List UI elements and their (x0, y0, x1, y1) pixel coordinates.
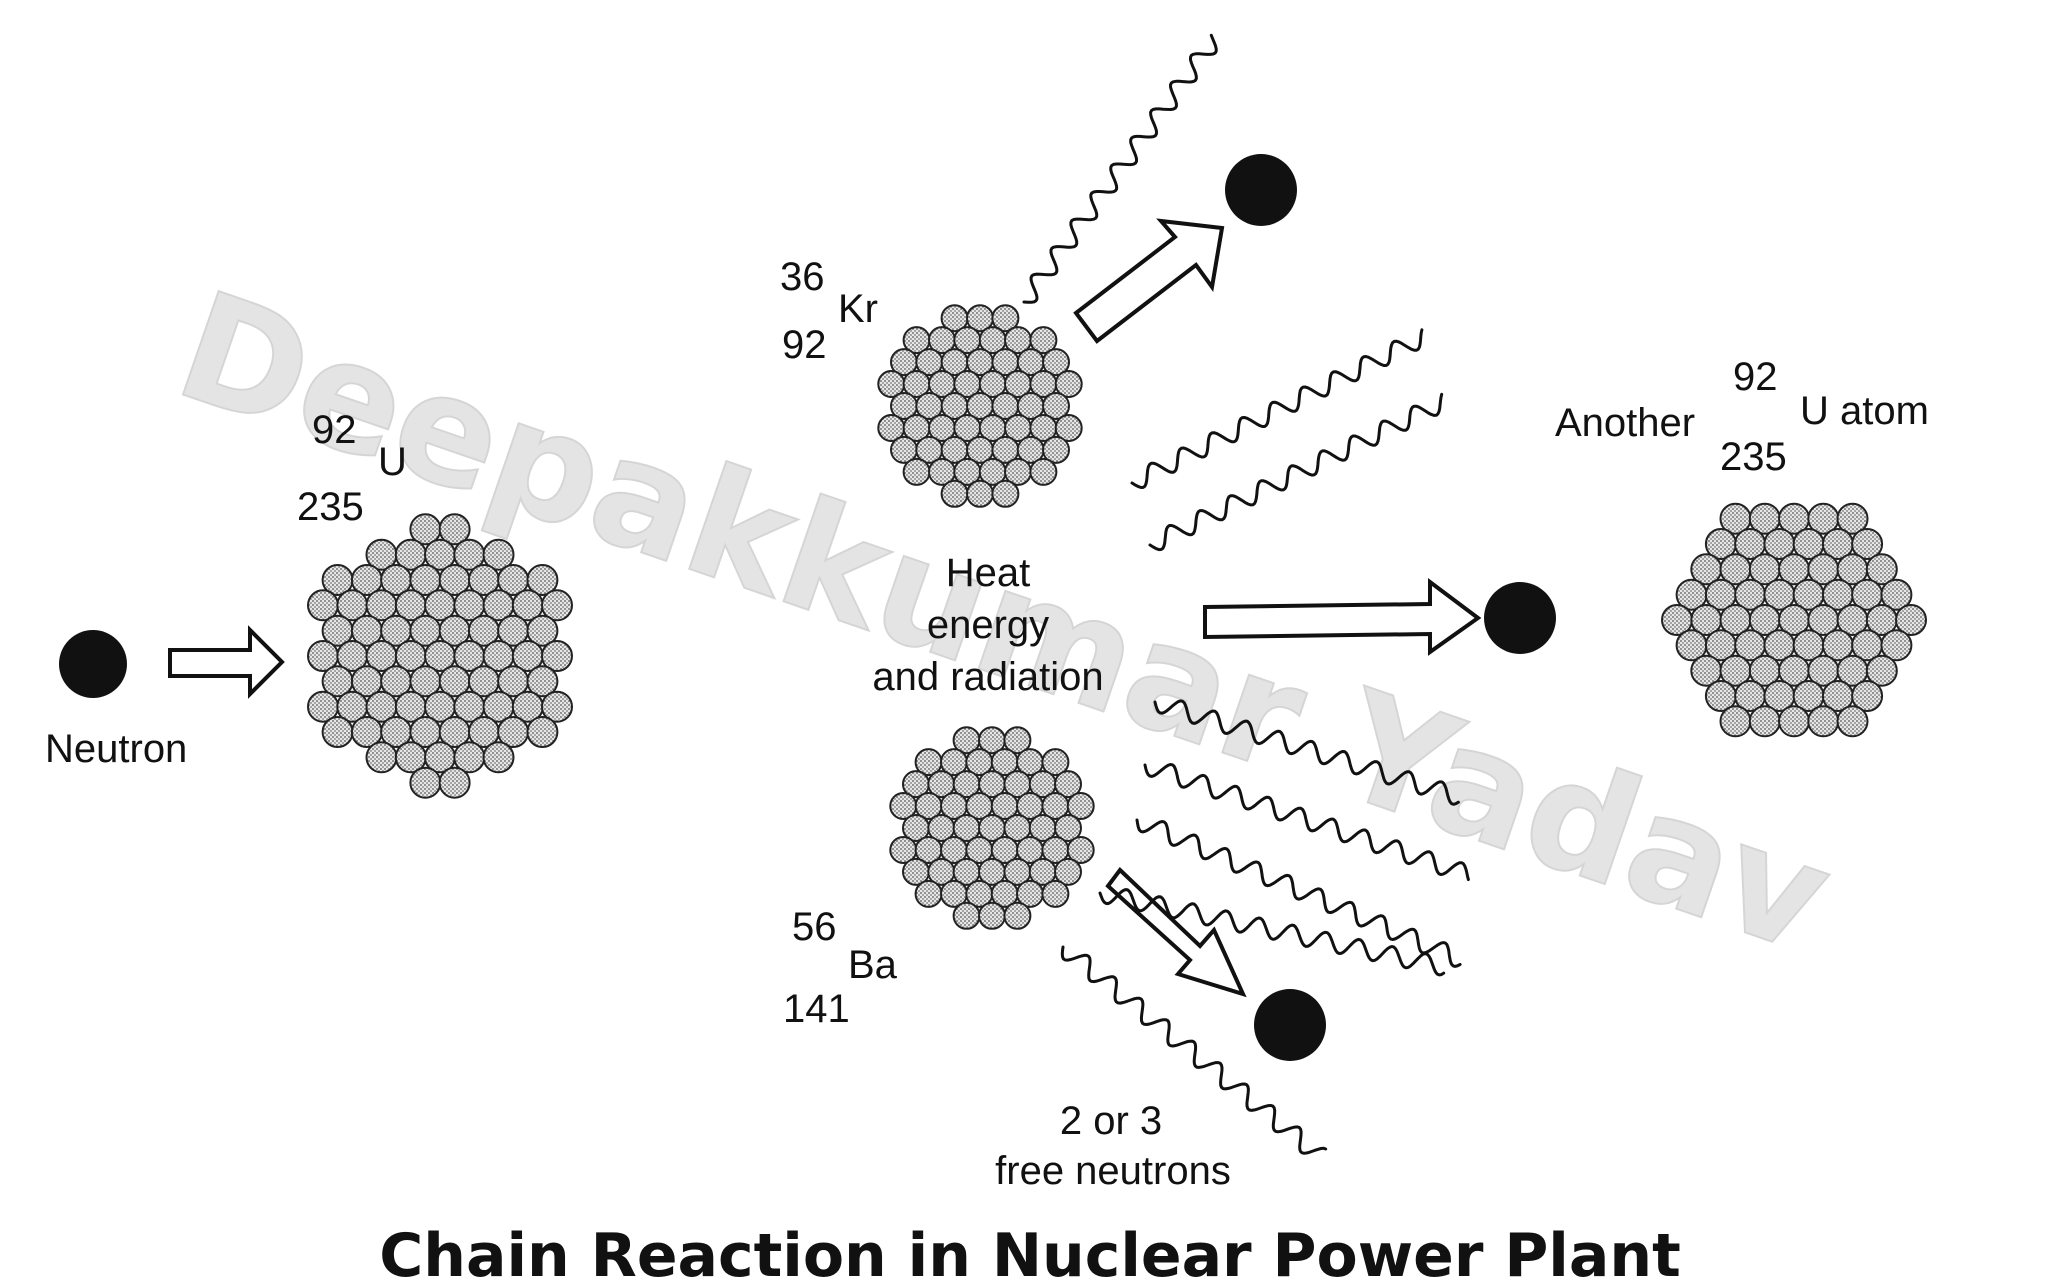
nucleon (1041, 748, 1070, 777)
nucleon (1054, 857, 1082, 886)
nucleon (541, 690, 573, 723)
ba-mass-number: 141 (783, 987, 850, 1031)
nucleon (1054, 370, 1083, 398)
nucleon (526, 614, 559, 647)
free-neutron-middle (1484, 582, 1556, 654)
uranium-235-nucleus (307, 513, 573, 799)
nucleon (438, 766, 471, 799)
nucleon (541, 589, 573, 622)
nucleon (1851, 528, 1884, 560)
radiation-wave (1098, 888, 1446, 977)
nucleon (526, 564, 559, 596)
nucleon (1807, 705, 1840, 738)
u235-atomic-number: 92 (312, 408, 357, 452)
nucleon (1880, 578, 1913, 611)
nucleon (321, 716, 354, 748)
nucleon (1029, 457, 1058, 486)
nucleon (1865, 654, 1898, 687)
u235-symbol: U (378, 440, 407, 484)
another-atomic-number: 92 (1733, 355, 1778, 399)
nucleon (1029, 326, 1058, 355)
free-neutron-bottom (1254, 989, 1326, 1061)
nucleon (1836, 705, 1869, 738)
heat-label-line-2: energy (927, 603, 1049, 647)
another-uranium-nucleus (1661, 502, 1927, 738)
nucleon (365, 741, 398, 774)
nucleon (991, 304, 1020, 333)
nucleon (526, 665, 559, 698)
ba-symbol: Ba (848, 943, 898, 987)
ba-atomic-number: 56 (792, 905, 837, 949)
free-neutrons-line-1: 2 or 3 (1060, 1099, 1162, 1143)
free-neutrons-line-2: free neutrons (995, 1149, 1231, 1193)
nucleon (1066, 792, 1095, 820)
radiation-wave (1143, 763, 1470, 882)
nucleon (1778, 705, 1810, 738)
arrow-to-next-neutron (1203, 578, 1482, 656)
nucleon (1042, 435, 1070, 464)
kr-symbol: Kr (838, 287, 878, 331)
nucleon (940, 479, 969, 508)
nucleon (991, 479, 1020, 508)
nucleon (482, 741, 515, 774)
nucleon (482, 538, 515, 571)
nucleon (1042, 348, 1070, 377)
nucleon (541, 640, 573, 672)
nucleon (1003, 901, 1032, 930)
nucleon (1748, 705, 1781, 738)
kr-atomic-number: 36 (780, 255, 825, 299)
nucleon (1895, 604, 1927, 636)
nucleon (438, 513, 471, 546)
heat-label-line-1: Heat (946, 551, 1031, 595)
nucleon (1054, 814, 1082, 842)
nucleon (1880, 629, 1913, 662)
diagram-title: Chain Reaction in Nuclear Power Plant (379, 1221, 1681, 1283)
nucleon (1836, 502, 1869, 535)
arrow-neutron-to-uranium (168, 625, 285, 699)
nucleon (409, 766, 442, 799)
another-symbol: U atom (1800, 389, 1929, 433)
nucleon (1054, 414, 1083, 442)
heat-label-line-3: and radiation (872, 655, 1103, 699)
neutron-label: Neutron (45, 727, 187, 771)
radiation-wave (1130, 328, 1424, 489)
nucleon (952, 901, 981, 930)
arrow-kr-to-neutron (1073, 218, 1225, 344)
arrow-ba-to-neutron (1105, 867, 1247, 998)
nucleon (978, 901, 1006, 930)
nucleon (1003, 726, 1032, 755)
radiation-wave (1148, 392, 1444, 552)
incoming-neutron (59, 630, 127, 698)
nucleon (1042, 392, 1070, 420)
nucleon (1719, 705, 1752, 738)
radiation-wave (1022, 33, 1218, 304)
free-neutron-top (1225, 154, 1297, 226)
nucleon (1851, 680, 1884, 712)
nucleon (1041, 879, 1070, 908)
kr-mass-number: 92 (782, 323, 827, 367)
u235-mass-number: 235 (297, 485, 364, 529)
another-mass-number: 235 (1720, 435, 1787, 479)
nucleon (1054, 770, 1082, 799)
radiation-wave (1135, 818, 1462, 968)
radiation-wave (1153, 699, 1460, 806)
barium-nucleus (889, 726, 1095, 930)
nucleon (902, 457, 931, 486)
another-prefix: Another (1555, 401, 1695, 445)
nucleon (1865, 553, 1898, 586)
nucleon (966, 479, 994, 508)
radiation-waves (1022, 33, 1470, 1155)
nucleon (1066, 836, 1095, 864)
radiation-wave (1060, 945, 1328, 1155)
nucleon (526, 716, 559, 748)
krypton-nucleus (877, 304, 1083, 508)
nucleon (914, 879, 943, 908)
